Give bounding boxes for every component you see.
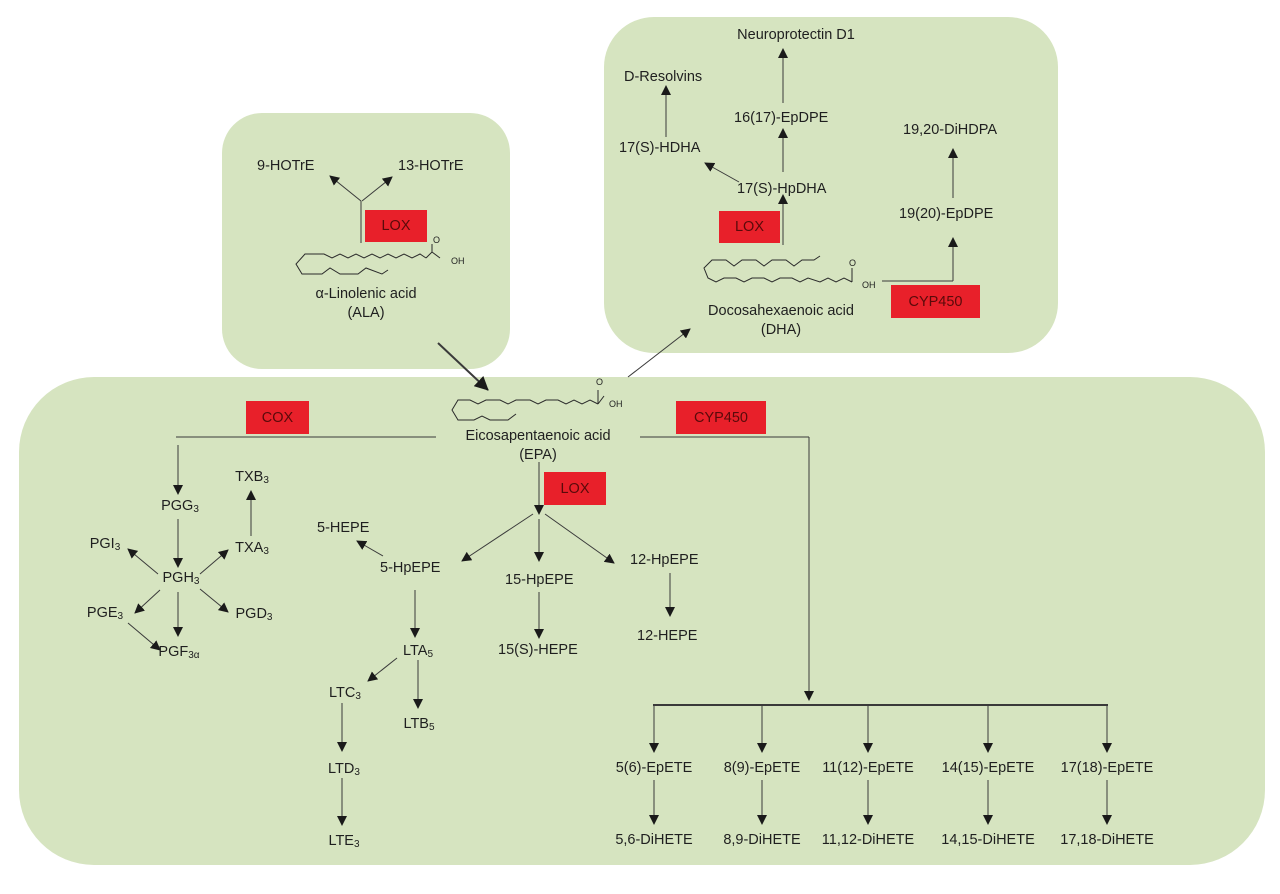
metabolite-12-hpepe: 12-HpEPE (630, 552, 699, 568)
epa-name: Eicosapentaenoic acid (465, 428, 611, 444)
ala-carbonyl-o: O (433, 235, 441, 245)
epa-carbonyl-o: O (596, 377, 604, 387)
arrow-to-ltc3 (367, 657, 398, 682)
metabolite-15-hpepe: 15-HpEPE (505, 572, 574, 588)
metabolite-9-hotre: 9-HOTrE (257, 158, 315, 174)
arrow-to-17s-hdha (704, 162, 740, 183)
metabolite-dihete-2: 11,12-DiHETE (821, 832, 915, 848)
epa-acid-chain (597, 395, 605, 405)
metabolite-lte3: LTE3 (328, 833, 360, 850)
arrow-to-5-hepe (356, 540, 384, 557)
enzyme-lox-ala: LOX (365, 210, 427, 242)
metabolite-dihete-1: 8,9-DiHETE (723, 832, 801, 848)
arrow-to-9-hotre (329, 175, 362, 202)
metabolite-pgd3: PGD3 (235, 606, 273, 623)
metabolite-13-hotre: 13-HOTrE (398, 158, 464, 174)
enzyme-lox-dha: LOX (719, 211, 780, 243)
metabolite-dihete-0: 5,6-DiHETE (615, 832, 693, 848)
metabolite-17s-hpdha: 17(S)-HpDHA (737, 181, 827, 197)
arrow-to-5-hpepe (461, 513, 534, 562)
metabolite-15s-hepe: 15(S)-HEPE (498, 642, 578, 658)
metabolite-19-20-epdpe: 19(20)-EpDPE (899, 206, 994, 222)
arrow-epa-to-dha (627, 328, 691, 378)
metabolite-pgf3a: PGF3α (158, 644, 200, 661)
arrow-pge3-to-pgf3a (127, 622, 161, 651)
metabolite-ltc3: LTC3 (329, 685, 361, 702)
dha-label: Docosahexaenoic acid (DHA) (708, 302, 854, 340)
epa-label: Eicosapentaenoic acid (EPA) (465, 427, 610, 465)
metabolite-12-hepe: 12-HEPE (637, 628, 698, 644)
ala-label: α-Linolenic acid (ALA) (315, 285, 416, 323)
arrow-ala-to-epa (437, 342, 489, 391)
enzyme-cyp450-dha: CYP450 (891, 285, 980, 318)
epa-oh: OH (609, 399, 623, 409)
metabolite-epete-0: 5(6)-EpETE (615, 760, 693, 776)
epa-panel (19, 377, 1265, 865)
metabolite-pge3: PGE3 (86, 605, 124, 622)
ala-acid-chain (425, 251, 441, 259)
epa-structure (451, 399, 599, 421)
enzyme-lox-epa: LOX (544, 472, 606, 505)
metabolite-epete-3: 14(15)-EpETE (941, 760, 1035, 776)
dha-panel (604, 17, 1058, 353)
metabolite-neuroprotectin-d1: Neuroprotectin D1 (737, 27, 855, 43)
metabolite-pgg3: PGG3 (161, 498, 199, 515)
ala-oh: OH (451, 256, 465, 266)
metabolite-epete-4: 17(18)-EpETE (1060, 760, 1154, 776)
metabolite-pgi3: PGI3 (89, 536, 121, 553)
metabolite-16-17-epdpe: 16(17)-EpDPE (734, 110, 829, 126)
metabolite-pgh3: PGH3 (162, 570, 200, 587)
metabolite-ltd3: LTD3 (328, 761, 360, 778)
metabolite-d-resolvins: D-Resolvins (624, 69, 703, 85)
ala-structure (295, 253, 427, 275)
metabolite-txa3: TXA3 (235, 540, 269, 557)
arrow-to-13-hotre (361, 176, 393, 202)
enzyme-cox: COX (246, 401, 309, 434)
metabolite-lta5: LTA5 (402, 643, 434, 660)
enzyme-cyp450-epa: CYP450 (676, 401, 766, 434)
dha-oh: OH (862, 280, 876, 290)
metabolite-epete-2: 11(12)-EpETE (822, 760, 914, 776)
metabolite-ltb5: LTB5 (403, 716, 435, 733)
ala-abbr: (ALA) (347, 305, 385, 321)
metabolite-5-hpepe: 5-HpEPE (380, 560, 441, 576)
metabolite-17s-hdha: 17(S)-HDHA (619, 140, 701, 156)
arrow-to-pgi3 (127, 548, 159, 575)
metabolite-5-hepe: 5-HEPE (317, 520, 370, 536)
metabolite-dihete-4: 17,18-DiHETE (1060, 832, 1154, 848)
arrow-to-txa3 (199, 549, 229, 575)
arrow-to-pgd3 (199, 588, 229, 613)
arrow-to-12-hpepe (544, 513, 615, 564)
metabolite-txb3: TXB3 (235, 469, 269, 486)
dha-name: Docosahexaenoic acid (708, 303, 854, 319)
arrow-to-pge3 (134, 589, 161, 614)
metabolite-epete-1: 8(9)-EpETE (723, 760, 801, 776)
dha-abbr: (DHA) (760, 322, 802, 338)
dha-carbonyl-o: O (849, 258, 857, 268)
ala-name: α-Linolenic acid (315, 286, 417, 302)
dha-structure (703, 255, 853, 283)
epa-abbr: (EPA) (519, 447, 557, 463)
metabolite-19-20-dihdpa: 19,20-DiHDPA (903, 122, 998, 138)
metabolite-dihete-3: 14,15-DiHETE (941, 832, 1035, 848)
